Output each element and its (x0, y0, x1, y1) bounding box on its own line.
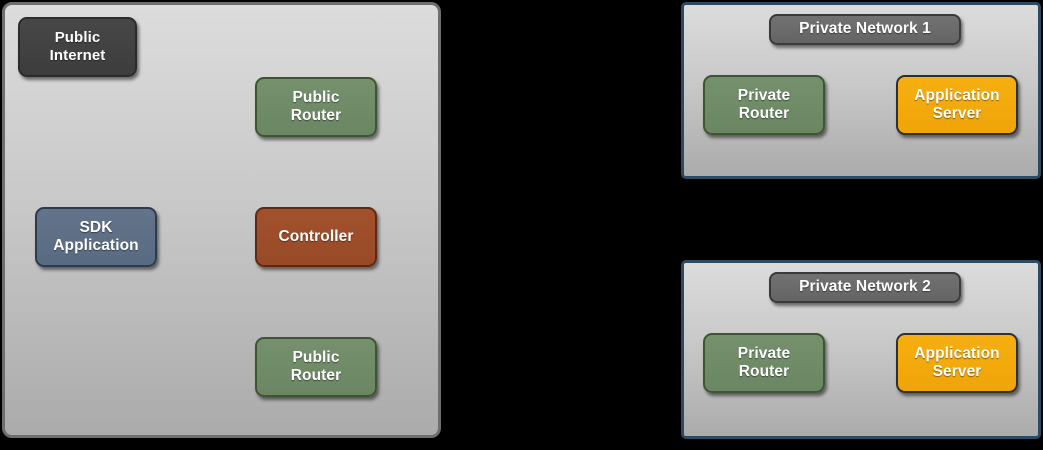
node-application-server-2[interactable]: Application Server (896, 333, 1018, 393)
node-application-server-1[interactable]: Application Server (896, 75, 1018, 135)
node-controller[interactable]: Controller (255, 207, 377, 267)
node-sdk-application[interactable]: SDK Application (35, 207, 157, 267)
private-network-1-title: Private Network 1 (769, 14, 961, 45)
node-private-router-2[interactable]: Private Router (703, 333, 825, 393)
node-public-router-top[interactable]: Public Router (255, 77, 377, 137)
private-network-1-panel: Private Network 1 Private Router Applica… (681, 2, 1041, 179)
node-private-router-1[interactable]: Private Router (703, 75, 825, 135)
public-zone-panel: Public Internet Public Router SDK Applic… (2, 2, 441, 438)
node-public-router-bottom[interactable]: Public Router (255, 337, 377, 397)
node-public-internet[interactable]: Public Internet (18, 17, 137, 77)
private-network-2-title: Private Network 2 (769, 272, 961, 303)
private-network-2-panel: Private Network 2 Private Router Applica… (681, 260, 1041, 439)
